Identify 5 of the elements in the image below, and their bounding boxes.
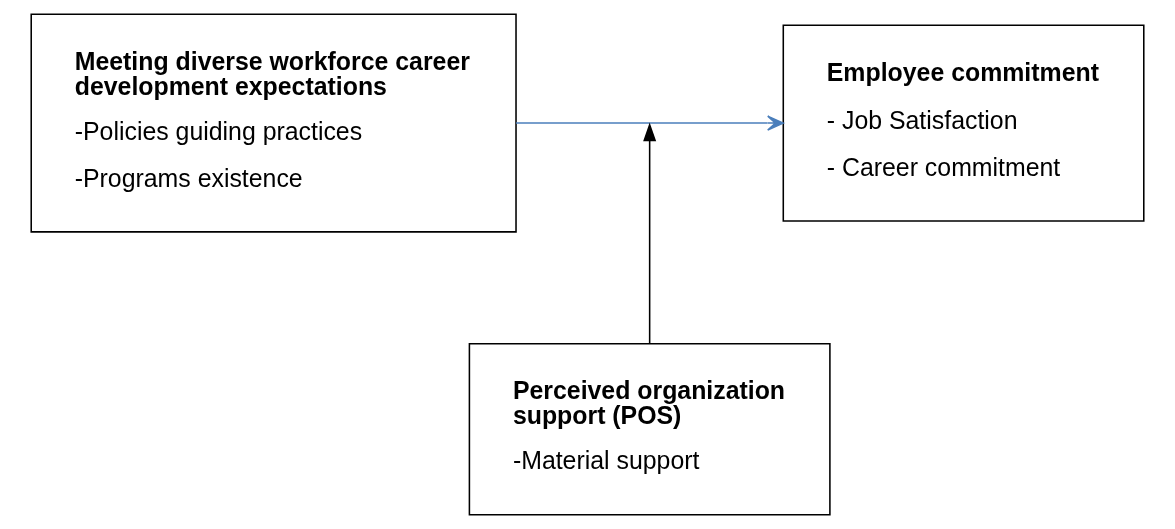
arrow (515, 115, 785, 131)
arrow (643, 122, 657, 345)
node-box: Meeting diverse workforce career development expectations -Policies guiding practices -Programs existence (30, 13, 517, 233)
node-box: Employee commitment - Job Satisfaction - Career commitment (782, 24, 1145, 222)
node-box: Perceived organization support (POS) -Material support (468, 342, 831, 516)
